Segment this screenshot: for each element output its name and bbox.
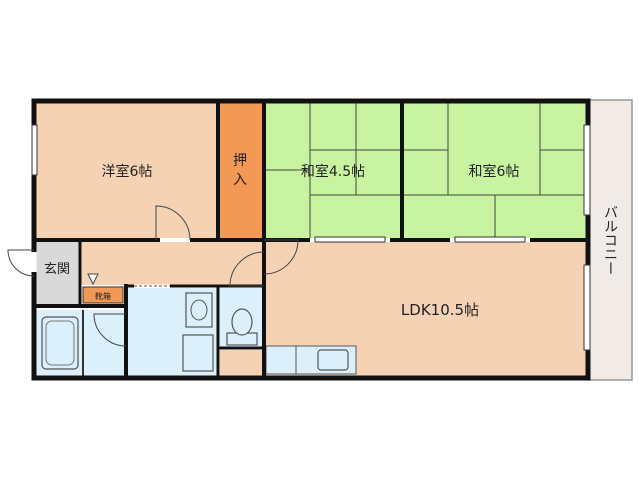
western-room-area [36, 103, 218, 240]
walls [31, 98, 591, 381]
tatami-lines-b [404, 103, 586, 240]
balcony-area [587, 99, 633, 381]
shoe-box [82, 286, 124, 304]
western-room-label: 洋室6帖 [102, 163, 153, 180]
bathtub [41, 316, 79, 370]
closet-label-1: 押 [233, 153, 247, 169]
japanese-room-a-label: 和室4.5帖 [301, 163, 365, 180]
japanese-room-a-area [264, 103, 401, 240]
bathtub-inner [45, 320, 75, 366]
entrance-label: 玄関 [44, 262, 70, 277]
japanese-room-b-label: 和室6帖 [469, 163, 520, 180]
entrance-area [36, 242, 80, 304]
toilet-bowl [231, 308, 253, 336]
washbasin [185, 292, 213, 328]
storage-area [220, 350, 264, 376]
shoe-box-label: 靴箱 [95, 291, 111, 301]
windows [31, 124, 591, 351]
balcony-label: バルコニー [602, 205, 618, 275]
closet-area [218, 103, 262, 240]
washbasin-bowl [190, 299, 208, 321]
tatami-lines-a [264, 103, 401, 240]
corridor-area [80, 242, 264, 285]
doors [7, 205, 299, 347]
ldk-label: LDK10.5帖 [401, 301, 479, 319]
washing-machine [182, 334, 214, 372]
closet-label-2: 入 [233, 172, 247, 188]
kitchen-sink [317, 349, 349, 371]
